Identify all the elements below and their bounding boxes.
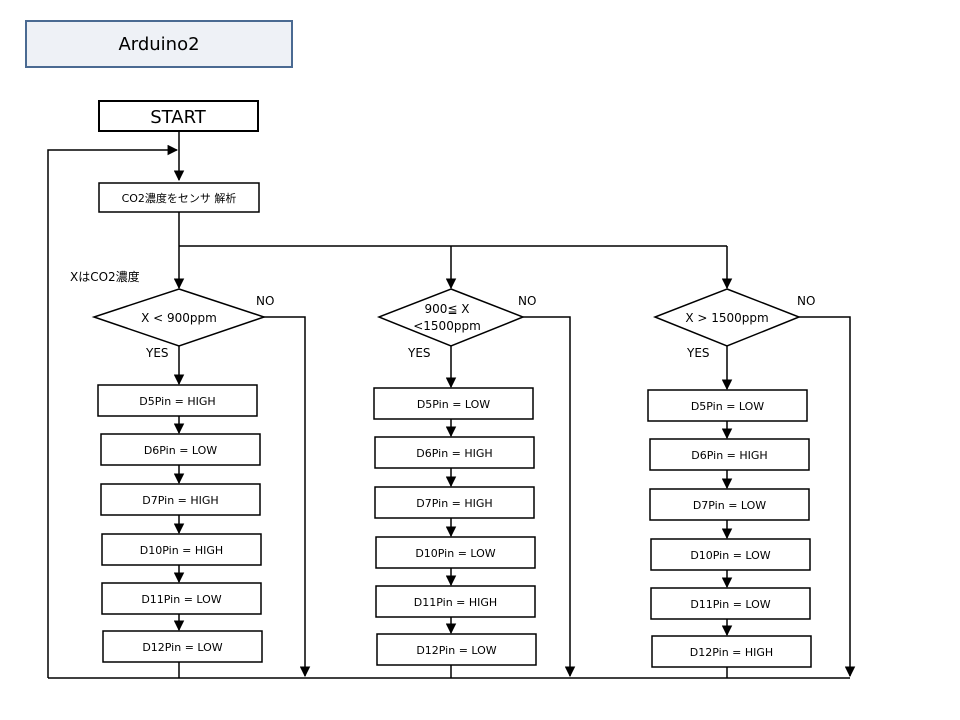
branch-2-action-1-text: D5Pin = LOW — [417, 398, 490, 411]
branch-2-action-6-text: D12Pin = LOW — [416, 644, 496, 657]
branch-1-action-6-box — [102, 630, 263, 663]
branch-2-action-5-box — [375, 585, 536, 618]
branch-2-action-3-box — [374, 486, 535, 519]
no-label-1: NO — [256, 294, 274, 308]
no-path-1-arrow — [263, 316, 311, 678]
condition-2-diamond — [376, 288, 526, 347]
branch-3-action-3-box — [649, 488, 810, 521]
branch-3-action-1-box — [647, 389, 808, 422]
branch-1-action-3-text: D7Pin = HIGH — [142, 494, 218, 507]
branch-1-action-6-text: D12Pin = LOW — [142, 641, 222, 654]
branch-2-action-5-text: D11Pin = HIGH — [414, 596, 497, 609]
diagram-title-text: Arduino2 — [118, 33, 200, 55]
branch-1-action-2-text: D6Pin = LOW — [144, 444, 217, 457]
condition-3-text: X > 1500ppm — [685, 311, 768, 325]
branch-1-action-4-text: D10Pin = HIGH — [140, 544, 223, 557]
branch-3-action-4-box — [650, 538, 811, 571]
branch-3-action-2-text: D6Pin = HIGH — [691, 449, 767, 462]
branch-3-action-1-text: D5Pin = LOW — [691, 400, 764, 413]
condition-2-text-line-1: 900≦ X — [425, 302, 470, 316]
branch-2-action-1-box — [373, 387, 534, 420]
branch-1-action-5-box — [101, 582, 262, 615]
start-text: START — [150, 107, 207, 128]
branch-3-action-5-box — [650, 587, 811, 620]
no-label-3: NO — [797, 294, 815, 308]
branch-2-action-4-box — [375, 536, 536, 569]
branch-2-action-6-box — [376, 633, 537, 666]
sensor-box — [98, 182, 260, 213]
variable-note: XはCO2濃度 — [70, 269, 140, 284]
yes-label-2: YES — [407, 346, 431, 360]
branch-3-action-6-box — [651, 635, 812, 668]
branch-3-action-4-text: D10Pin = LOW — [690, 549, 770, 562]
condition-2-text-line-2: <1500ppm — [413, 319, 481, 333]
branch-2-action-4-text: D10Pin = LOW — [415, 547, 495, 560]
branch-3-action-2-box — [649, 438, 810, 471]
branch-3-action-5-text: D11Pin = LOW — [690, 598, 770, 611]
no-label-2: NO — [518, 294, 536, 308]
branch-2-action-2-box — [374, 436, 535, 469]
diagram-title: Arduino2 — [25, 20, 293, 68]
no-path-3-arrow — [799, 316, 856, 678]
branch-1-action-5-text: D11Pin = LOW — [141, 593, 221, 606]
branch-3-action-6-text: D12Pin = HIGH — [690, 646, 773, 659]
loop-back-arrow — [47, 144, 179, 678]
condition-1-text: X < 900ppm — [141, 311, 217, 325]
branch-1-action-3-box — [100, 483, 261, 516]
branch-2-action-2-text: D6Pin = HIGH — [416, 447, 492, 460]
branch-1-action-2-box — [100, 433, 261, 466]
branch-1-action-1-text: D5Pin = HIGH — [139, 395, 215, 408]
branch-3-action-3-text: D7Pin = LOW — [693, 499, 766, 512]
no-path-2-arrow — [523, 316, 576, 678]
yes-label-1: YES — [145, 346, 169, 360]
branch-2-action-3-text: D7Pin = HIGH — [416, 497, 492, 510]
branch-1-action-1-box — [97, 384, 258, 417]
sensor-text: CO2濃度をセンサ 解析 — [122, 191, 237, 205]
start-box — [98, 100, 259, 132]
yes-label-3: YES — [686, 346, 710, 360]
branch-1-action-4-box — [101, 533, 262, 566]
